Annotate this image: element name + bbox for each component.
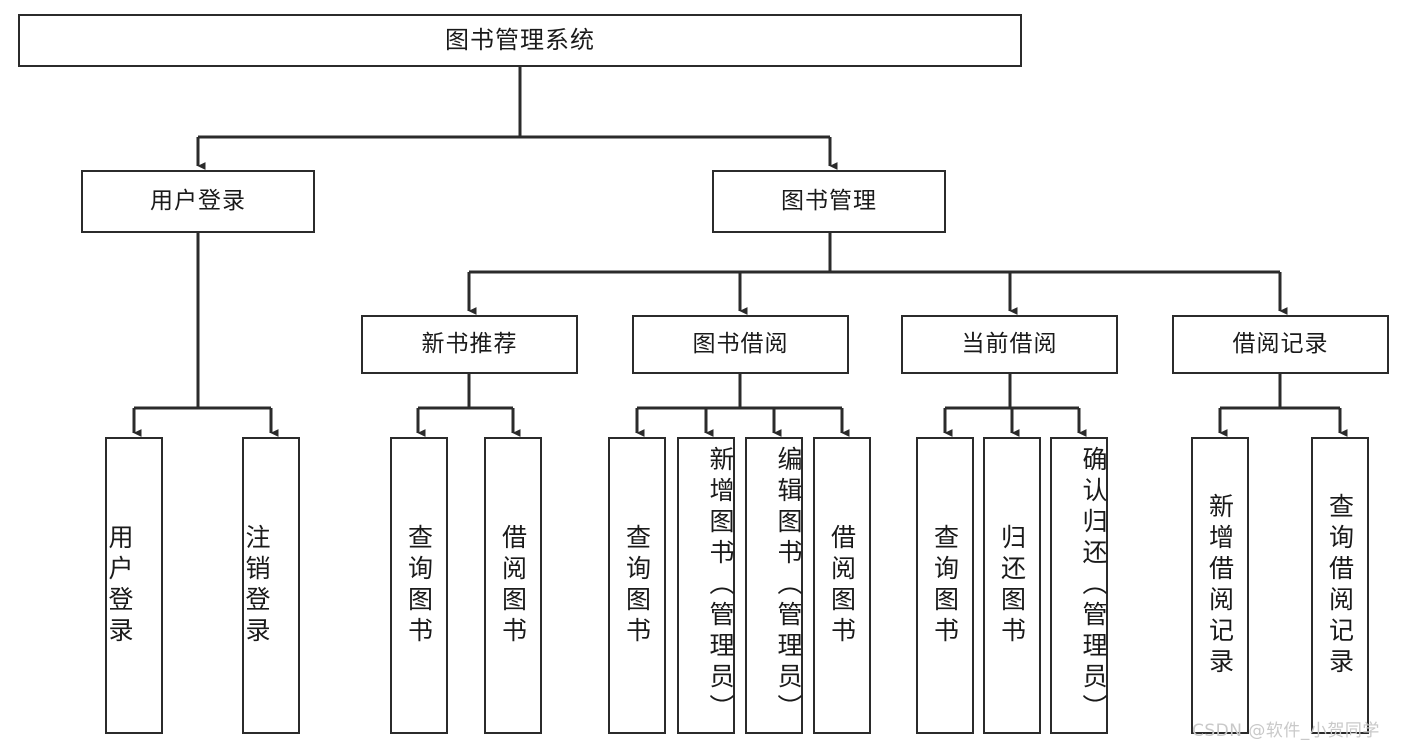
leaf-current-return-book[interactable]: 归还图书 <box>983 437 1041 734</box>
node-label: 图书借阅 <box>692 330 789 357</box>
node-current-borrow[interactable]: 当前借阅 <box>901 315 1118 374</box>
node-book-management[interactable]: 图书管理 <box>712 170 946 233</box>
csdn-watermark: CSDN @软件_小贺同学 <box>1192 716 1380 741</box>
leaf-user-login-logout[interactable]: 注销登录 <box>242 437 300 734</box>
node-label: 用户登录 <box>150 187 246 214</box>
node-label: 新增借阅记录 <box>1205 492 1235 679</box>
node-user-login[interactable]: 用户登录 <box>81 170 315 233</box>
leaf-borrow-edit-book-admin[interactable]: 编辑图书（管理员） <box>745 437 803 734</box>
leaf-borrow-borrow-book[interactable]: 借阅图书 <box>813 437 871 734</box>
node-label: 确认归还（管理员） <box>1079 446 1108 725</box>
node-label: 查询图书 <box>622 523 652 648</box>
leaf-user-login-login[interactable]: 用户登录 <box>105 437 163 734</box>
leaf-current-query-book[interactable]: 查询图书 <box>916 437 974 734</box>
leaf-record-add-record[interactable]: 新增借阅记录 <box>1191 437 1249 734</box>
node-book-borrow[interactable]: 图书借阅 <box>632 315 849 374</box>
node-new-book-recommend[interactable]: 新书推荐 <box>361 315 578 374</box>
node-borrow-record[interactable]: 借阅记录 <box>1172 315 1389 374</box>
node-label: 查询图书 <box>930 523 960 648</box>
node-label: 当前借阅 <box>961 330 1058 357</box>
node-label: 新增图书（管理员） <box>706 446 735 725</box>
watermark-text: CSDN @软件_小贺同学 <box>1192 721 1380 741</box>
node-label: 归还图书 <box>997 523 1027 648</box>
leaf-current-confirm-return-admin[interactable]: 确认归还（管理员） <box>1050 437 1108 734</box>
node-label: 借阅图书 <box>498 523 528 648</box>
node-label: 图书管理系统 <box>445 26 595 55</box>
node-label: 图书管理 <box>781 187 877 214</box>
leaf-borrow-add-book-admin[interactable]: 新增图书（管理员） <box>677 437 735 734</box>
node-label: 查询借阅记录 <box>1325 492 1355 679</box>
node-root-system[interactable]: 图书管理系统 <box>18 14 1022 67</box>
leaf-record-query-record[interactable]: 查询借阅记录 <box>1311 437 1369 734</box>
node-label: 注销登录 <box>242 523 271 648</box>
node-label: 借阅记录 <box>1232 330 1329 357</box>
leaf-recommend-query-book[interactable]: 查询图书 <box>390 437 448 734</box>
node-label: 借阅图书 <box>827 523 857 648</box>
leaf-borrow-query-book[interactable]: 查询图书 <box>608 437 666 734</box>
node-label: 新书推荐 <box>421 330 518 357</box>
node-label: 编辑图书（管理员） <box>774 446 803 725</box>
leaf-recommend-borrow-book[interactable]: 借阅图书 <box>484 437 542 734</box>
node-label: 用户登录 <box>105 523 134 648</box>
node-label: 查询图书 <box>404 523 434 648</box>
